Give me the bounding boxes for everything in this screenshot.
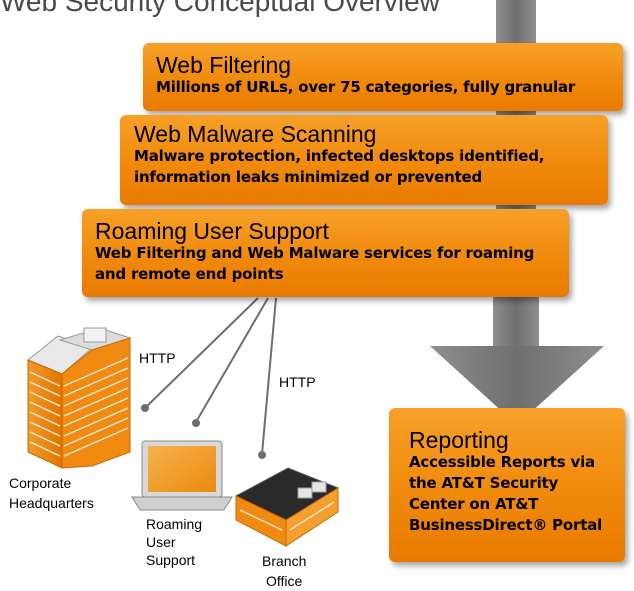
box-heading: Web Filtering [156,52,292,78]
box-description-line: Web Filtering and Web Malware services f… [95,244,535,262]
reporting-line: BusinessDirect® Portal [409,516,603,534]
box-description-line: Malware protection, infected desktops id… [134,147,545,165]
http-label: HTTP [139,350,176,366]
box-description-line: and remote end points [95,265,284,283]
web-filtering-box: Web Filtering Millions of URLs, over 75 … [143,43,623,111]
branch-office-label: Branch Office [262,551,306,591]
headquarters-label-line: Corporate [9,475,72,491]
laptop-icon [131,440,233,511]
headquarters-label-line: Headquarters [9,495,94,511]
connection-lines [144,297,277,455]
web-malware-scanning-box: Web Malware Scanning Malware protection,… [120,115,608,205]
reporting-line: Center on AT&T [409,495,539,513]
connection-dot-branch [258,451,266,459]
box-description: Millions of URLs, over 75 categories, fu… [156,78,576,96]
reporting-line: Accessible Reports via [409,453,595,471]
roaming-user-support-label: Roaming User Support [146,515,202,569]
roaming-label-line: Support [146,552,196,568]
headquarters-label: Corporate Headquarters [9,473,94,513]
roaming-user-support-box: Roaming User Support Web Filtering and W… [82,209,569,297]
branch-label-line: Office [266,573,303,589]
http-label: HTTP [279,374,316,390]
roaming-label-line: Roaming [146,516,203,532]
roaming-label-line: User [146,534,176,550]
connection-dot-hq [141,404,149,412]
reporting-line: the AT&T Security [409,474,559,492]
branch-label-line: Branch [262,553,307,569]
branch-office-icon [234,467,340,547]
box-description-line: information leaks minimized or prevented [134,168,483,186]
box-heading: Web Malware Scanning [134,121,377,147]
page-title: Web Security Conceptual Overview [0,0,440,17]
box-heading: Roaming User Support [95,218,329,244]
connection-dot-roaming [192,419,200,427]
reporting-box: Reporting Accessible Reports via the AT&… [389,408,625,562]
box-heading: Reporting [409,427,509,453]
headquarters-building-icon [27,327,132,469]
